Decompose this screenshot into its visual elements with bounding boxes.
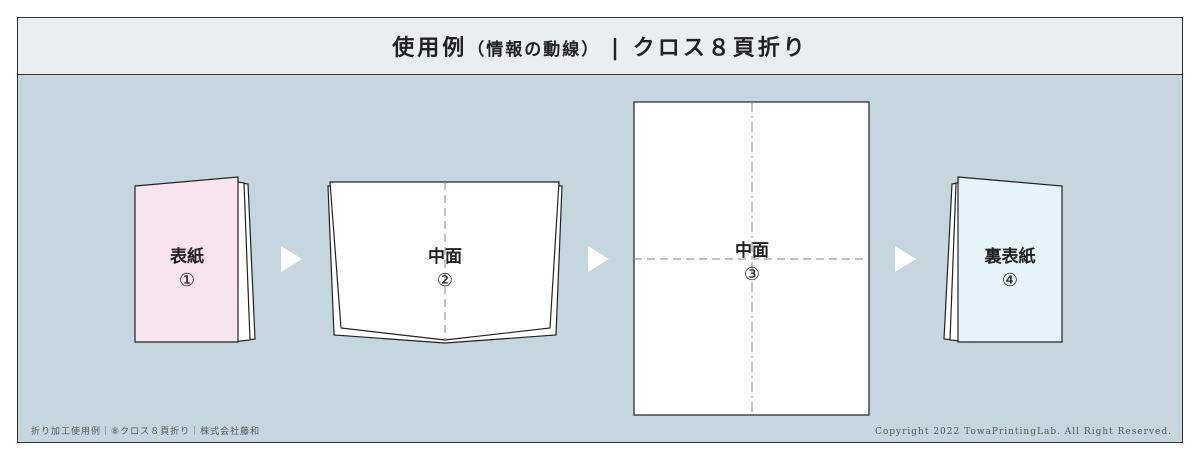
page-number-inner-2: ② (437, 270, 453, 291)
copyright-notice: Copyright 2022 TowaPrintingLab. All Righ… (874, 427, 1172, 437)
booklet-cover: 表紙 ① (134, 176, 256, 343)
page-number-cover: ① (179, 270, 195, 291)
page-label-inner-3: 中面 (735, 240, 769, 261)
back-cover-page (957, 176, 1063, 343)
play-triangle-icon (588, 246, 609, 272)
cover-page (134, 176, 239, 343)
play-triangle-icon (895, 246, 916, 272)
booklet-back: 裏表紙 ④ (943, 176, 1063, 343)
title-main: 使用例 (392, 36, 468, 61)
page-label-cover: 表紙 (170, 246, 204, 267)
spread-inner-2: 中面 ② (327, 181, 563, 344)
page-label-inner-2: 中面 (428, 246, 462, 267)
title-paren: （情報の動線） (467, 40, 601, 60)
page-title: 使用例（情報の動線） | クロス８頁折り (392, 30, 807, 62)
play-triangle-icon (281, 246, 302, 272)
page-label-back: 裏表紙 (984, 246, 1036, 267)
unfolded-sheet-3: 中面 ③ (633, 101, 870, 416)
title-separator: | (610, 36, 623, 61)
header-bar: 使用例（情報の動線） | クロス８頁折り (18, 18, 1182, 75)
title-tail: クロス８頁折り (632, 36, 808, 61)
footer-caption: 折り加工使用例｜⑧クロス８頁折り｜株式会社藤和 (31, 427, 261, 437)
page-number-back: ④ (1002, 270, 1018, 291)
page-number-inner-3: ③ (744, 264, 760, 285)
